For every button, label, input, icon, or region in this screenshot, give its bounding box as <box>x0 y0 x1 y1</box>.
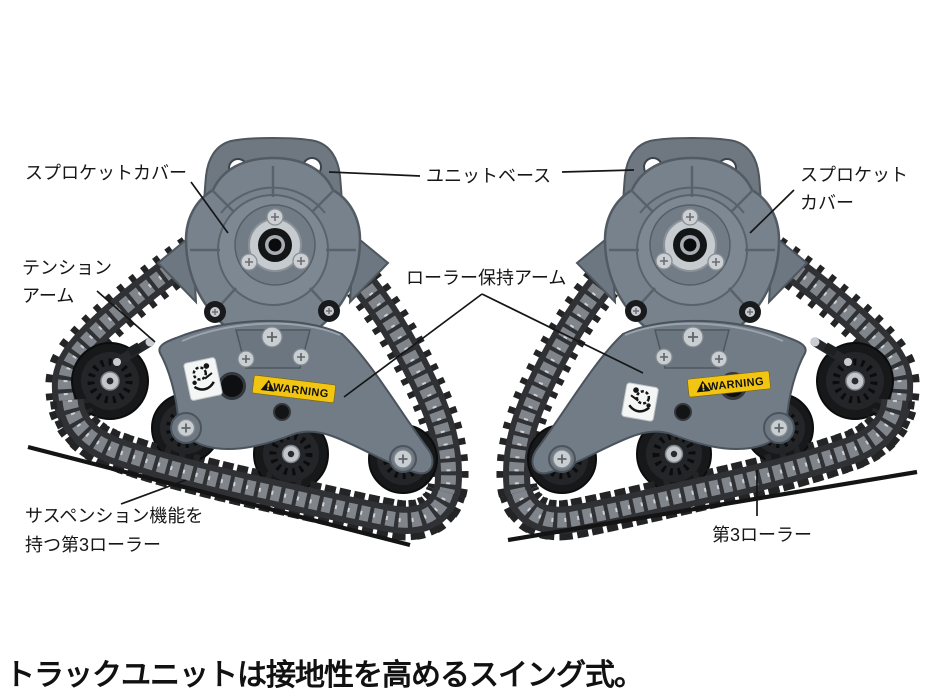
warning-sticker-left: WARNING <box>252 374 336 404</box>
warning-sticker-right: WARNING <box>687 370 771 398</box>
leader-sprocket-cover-left <box>190 181 229 234</box>
label-tension-arm-line1: テンション <box>22 258 112 278</box>
label-third-roller: 第3ローラー <box>712 525 812 545</box>
ground-line-right <box>507 469 918 543</box>
label-suspension-roller-line1: サスペンション機能を <box>25 506 203 526</box>
leader-roller-arm-left <box>343 293 483 398</box>
leader-suspension-roller <box>120 479 187 505</box>
leader-roller-arm-right <box>481 293 644 374</box>
leader-tension-arm <box>96 290 156 343</box>
label-roller-holding-arm: ローラー保持アーム <box>406 268 566 288</box>
warning-sticker-text: WARNING <box>708 376 765 394</box>
label-suspension-roller-line2: 持つ第3ローラー <box>25 535 161 555</box>
logo-sticker-right <box>621 382 659 422</box>
logo-sticker-left <box>183 357 223 401</box>
leader-sprocket-cover-right <box>749 189 795 234</box>
label-unit-base: ユニットベース <box>426 166 551 186</box>
label-sprocket-cover-right-line2: カバー <box>800 193 854 213</box>
leader-unit-base-right <box>561 169 635 173</box>
ground-line-left <box>27 444 411 548</box>
figure-caption: トラックユニットは接地性を高めるスイング式。 <box>5 659 644 692</box>
label-sprocket-cover-left: スプロケットカバー <box>25 163 187 183</box>
track-unit-left <box>65 138 448 520</box>
leader-lines <box>96 169 795 516</box>
label-tension-arm-line2: アーム <box>22 286 74 306</box>
leader-unit-base-left <box>328 171 421 177</box>
label-sprocket-cover-right-line1: スプロケット <box>800 165 908 185</box>
